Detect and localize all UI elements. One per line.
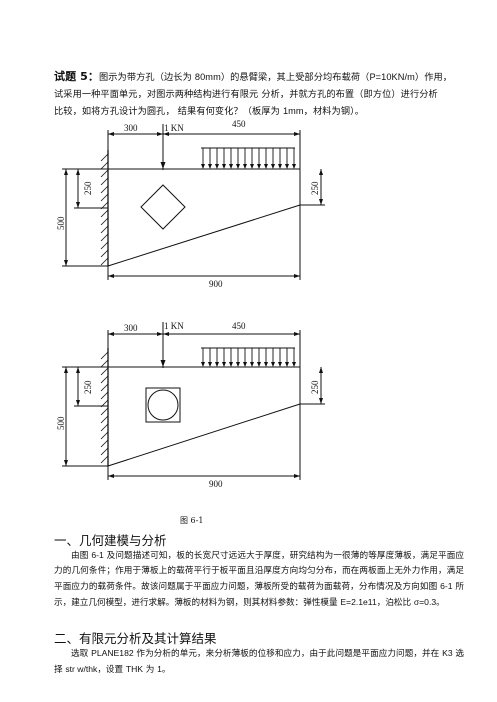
dim-label: 300 [124, 123, 138, 133]
load-arrow-set [201, 148, 296, 169]
body-text: 选取 [71, 649, 92, 659]
load-arrowhead [278, 164, 282, 169]
dim-label: 250 [310, 380, 320, 394]
circular-hole [147, 389, 179, 421]
problem-statement: 试题 5：图示为带方孔（边长为 80mm）的悬臂梁，其上受部分均布载荷（P=10… [54, 68, 464, 120]
body-text: 作为分析的单元，来分析薄板的位移和应力，由于此问题是平面应力问题，并在 [133, 649, 443, 659]
body-text: 及问题描述可知，板的长宽尺寸远远大于厚度，研究结构为一很薄的等厚度薄板，满足平面… [54, 551, 465, 592]
section-1-heading: 一、几何建模与分析 [54, 533, 167, 548]
element-type: PLANE182 [91, 648, 134, 658]
arrowheads [64, 132, 323, 278]
thk-value: 1 [157, 664, 162, 674]
dim-label: 900 [209, 279, 223, 289]
load-arrowhead [222, 362, 226, 367]
dim-label: 900 [209, 479, 223, 489]
dim-label: 250 [83, 181, 93, 195]
body-text: 。 [161, 665, 171, 675]
dim-label: 500 [56, 416, 66, 430]
plate-bottom-edge [107, 204, 301, 267]
body-text: ，设置 [97, 665, 126, 675]
figure-ref: 6-1 [440, 581, 453, 591]
section-2-body: 选取 PLANE182 作为分析的单元，来分析薄板的位移和应力，由于此问题是平面… [54, 646, 464, 678]
body-text: 选择 [54, 649, 465, 675]
body-text: 为 [143, 665, 158, 675]
modulus-value: E=2.1e11 [340, 597, 377, 607]
load-arrowhead [222, 164, 226, 169]
load-arrowhead [215, 164, 219, 169]
load-arrowhead [285, 362, 289, 367]
thk-label: THK [125, 664, 144, 674]
thickness-value: 1mm [282, 106, 304, 116]
body-text: 。 [436, 598, 445, 608]
figure-diamond-hole: 300 1 KN 450 900 250 500 250 [56, 119, 325, 289]
square-hole [145, 387, 181, 423]
load-arrowhead [250, 362, 254, 367]
dim-label: 500 [56, 216, 66, 230]
body-text: ，泊松比 [376, 598, 414, 608]
problem-text: 图示为带方孔（边长为 [98, 72, 195, 83]
load-arrowhead [243, 164, 247, 169]
problem-text: ）作用， [414, 72, 453, 83]
load-arrowhead [278, 362, 282, 367]
problem-text: ，材料为钢）。 [303, 106, 365, 117]
load-arrowhead [257, 164, 261, 169]
dim-label: 450 [232, 119, 246, 129]
problem-text: ）的悬臂梁，其上受部分均布载荷（ [220, 72, 370, 83]
dim-label: 450 [232, 321, 246, 331]
dim-label: 250 [310, 181, 320, 195]
load-arrowhead [264, 362, 268, 367]
load-arrowhead [292, 164, 296, 169]
force-label: 1 KN [164, 321, 184, 331]
load-arrowhead [208, 362, 212, 367]
load-arrowhead [264, 164, 268, 169]
problem-text: 试采用一种平面单元，对图示两种结构进行有限元 分析，并就方孔的布置（即方位）进行… [54, 89, 438, 100]
dim-label: 250 [83, 380, 93, 394]
hole-side: 80mm [194, 72, 221, 82]
body-text: 所示，建立几何模型，进行求解。薄板的材料为钢，则其材料参数：弹性模量 [54, 582, 465, 608]
load-arrowhead [243, 362, 247, 367]
load-arrowhead [271, 362, 275, 367]
load-arrowhead [271, 164, 275, 169]
poisson-value: σ=0.3 [413, 597, 437, 607]
figure-square-hole: 300 1 KN 450 900 250 500 250 [56, 321, 325, 489]
wall-hatch [100, 351, 109, 464]
load-arrowhead [229, 164, 233, 169]
load-arrowhead [201, 362, 205, 367]
load-arrowhead [208, 164, 212, 169]
load-arrowhead [229, 362, 233, 367]
diamond-hole [140, 184, 186, 230]
load-arrowhead [285, 164, 289, 169]
load-arrowhead [250, 164, 254, 169]
section-2-heading: 二、有限元分析及其计算结果 [54, 631, 217, 646]
option-key: K3 [442, 648, 453, 658]
wall-hatch [100, 153, 109, 266]
load-value: P=10KN/m [369, 72, 415, 82]
figure-caption: 图 6-1 [180, 516, 204, 525]
load-arrowhead [257, 362, 261, 367]
load-arrowhead [201, 164, 205, 169]
figure-ref: 6-1 [91, 550, 104, 560]
arrowheads [64, 332, 323, 478]
load-arrowhead [292, 362, 296, 367]
section-1-body: 由图 6-1 及问题描述可知，板的长宽尺寸远远大于厚度，研究结构为一很薄的等厚度… [54, 548, 464, 611]
load-arrowhead [236, 164, 240, 169]
load-arrowhead [236, 362, 240, 367]
problem-label: 试题 5： [54, 70, 99, 83]
force-label: 1 KN [164, 123, 184, 133]
dim-label: 300 [124, 323, 138, 333]
option-value: str w/thk [65, 664, 98, 674]
load-arrow-set [201, 348, 296, 367]
load-arrowhead [215, 362, 219, 367]
body-text: 由图 [71, 551, 92, 561]
plate-bottom-edge [107, 403, 301, 467]
problem-text: 比较，如将方孔设计为圆孔， 结果有何变化？（板厚为 [54, 106, 283, 117]
